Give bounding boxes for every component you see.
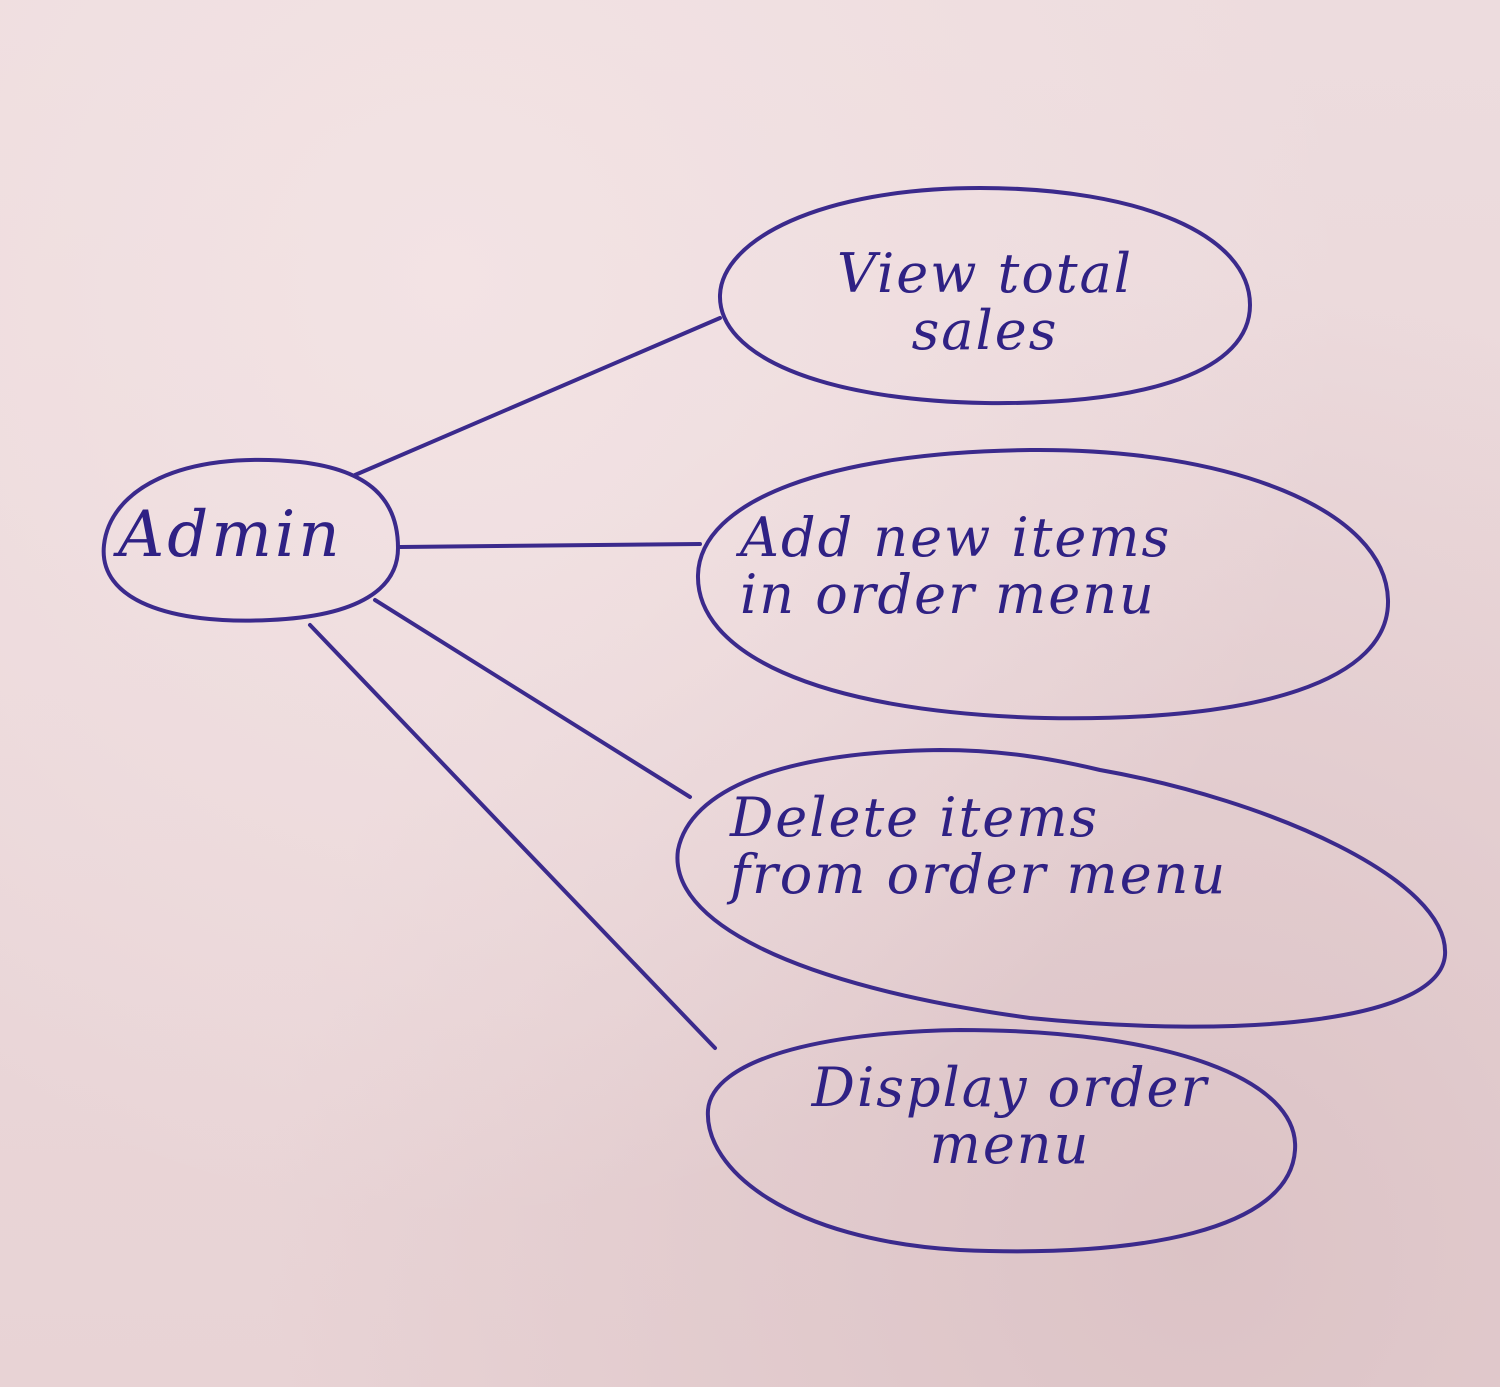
use-case-text-line: Delete items xyxy=(730,786,1100,849)
use-case-ellipse-view-total-sales xyxy=(717,186,1252,406)
connector-add-new-items xyxy=(398,542,702,549)
use-case-ellipse-add-new-items xyxy=(695,447,1391,721)
use-case-text-line: Add new items xyxy=(740,506,1172,569)
use-case-text-line: menu xyxy=(929,1112,1091,1176)
use-case-text-line: Display order xyxy=(811,1056,1209,1119)
use-case-text-line: in order menu xyxy=(740,562,1156,626)
use-case-text-line: from order menu xyxy=(730,842,1228,906)
use-case-ellipse-display-order-menu xyxy=(705,1028,1298,1254)
use-case-add-new-items: Add new items in order menu xyxy=(740,506,1350,626)
use-case-view-total-sales: View total sales xyxy=(760,242,1210,362)
use-case-text-line: sales xyxy=(911,298,1059,362)
connector-delete-items xyxy=(373,598,692,799)
connector-display-order-menu xyxy=(308,623,717,1050)
use-case-delete-items: Delete items from order menu xyxy=(730,786,1410,906)
actor-label: Admin xyxy=(118,498,343,572)
connector-view-total-sales xyxy=(353,316,722,477)
actor-ellipse xyxy=(101,457,400,623)
use-case-text-line: View total xyxy=(836,242,1134,305)
use-case-display-order-menu: Display order menu xyxy=(750,1056,1270,1176)
use-case-ellipse-delete-items xyxy=(675,748,1448,1029)
